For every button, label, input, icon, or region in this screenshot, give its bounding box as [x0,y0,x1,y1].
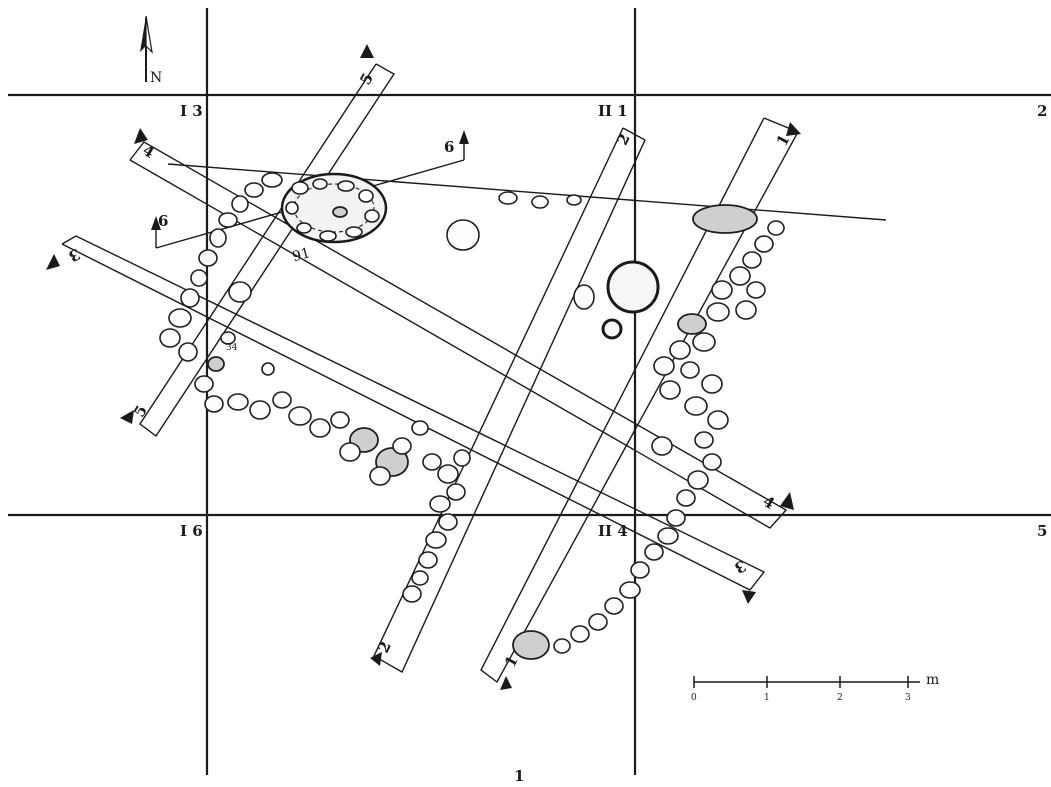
hearth-stone-ring [280,172,388,244]
grid-label-bottom-left: I 6 [180,522,203,540]
section-6-label-left: 6 [158,212,168,230]
isolated-stone-2 [573,284,595,310]
section-1-arrow-bottom-icon [500,676,512,690]
section-4-line [129,141,788,529]
scale-tick-3: 3 [905,693,911,703]
large-stone-northeast [692,204,758,234]
large-stone-south [512,630,550,660]
section-2-line [373,127,646,673]
stone-wall-southwest-extension [402,513,458,603]
section-lines [46,44,801,690]
section-2-arrow-bottom-icon [370,652,382,666]
section-6-label-right: 6 [444,138,454,156]
section-1-line [480,117,799,684]
section-4-arrow-left-icon [134,128,148,144]
stone-wall-south [227,391,471,513]
small-post-pit [601,318,623,340]
stone-wall-west [159,172,283,413]
section-4-label-right: 4 [760,492,778,513]
section-3-line [61,235,766,591]
excavation-boundary-line [167,163,887,221]
section-5-line [139,63,395,438]
scale-unit: m [926,672,939,688]
stone-wall-southeast [553,509,686,654]
section-2-label-bottom: 2 [374,639,395,656]
figure-label: 1 [514,767,524,785]
section-3-arrow-left-icon [46,254,60,270]
grid-label-bottom-right: 5 [1037,522,1047,540]
scale-bar [693,676,920,688]
small-feature-label: 34 [226,343,238,353]
section-6-arrow-left-icon [151,216,161,230]
section-5-label-bottom: 5 [130,402,151,420]
scale-tick-1: 1 [764,693,770,703]
stone-wall-east [651,220,785,507]
grid-label-bottom-mid: II 4 [598,522,628,540]
section-2-label-top: 2 [613,131,634,148]
section-5-label-top: 5 [356,70,377,88]
isolated-stone-center [446,219,480,251]
scale-tick-0: 0 [691,693,697,703]
hearth-label: 91 [291,245,312,265]
grid-label-top-left: I 3 [180,102,203,120]
stone-wall-north [498,191,582,209]
north-label: N [150,70,162,86]
grid-label-top-right: 2 [1037,102,1047,120]
section-5-arrow-bottom-icon [120,410,134,424]
large-post-pit [606,260,660,314]
section-1-arrow-top-icon [786,122,801,136]
section-3-label-right: 3 [732,556,749,577]
grid-label-top-mid: II 1 [598,102,628,120]
section-6-arrow-right-icon [459,130,469,144]
scale-tick-2: 2 [837,693,843,703]
north-arrow-icon [140,15,153,82]
section-4-arrow-right-icon [780,492,794,510]
section-3-arrow-right-icon [742,590,756,604]
section-5-arrow-top-icon [360,44,374,58]
